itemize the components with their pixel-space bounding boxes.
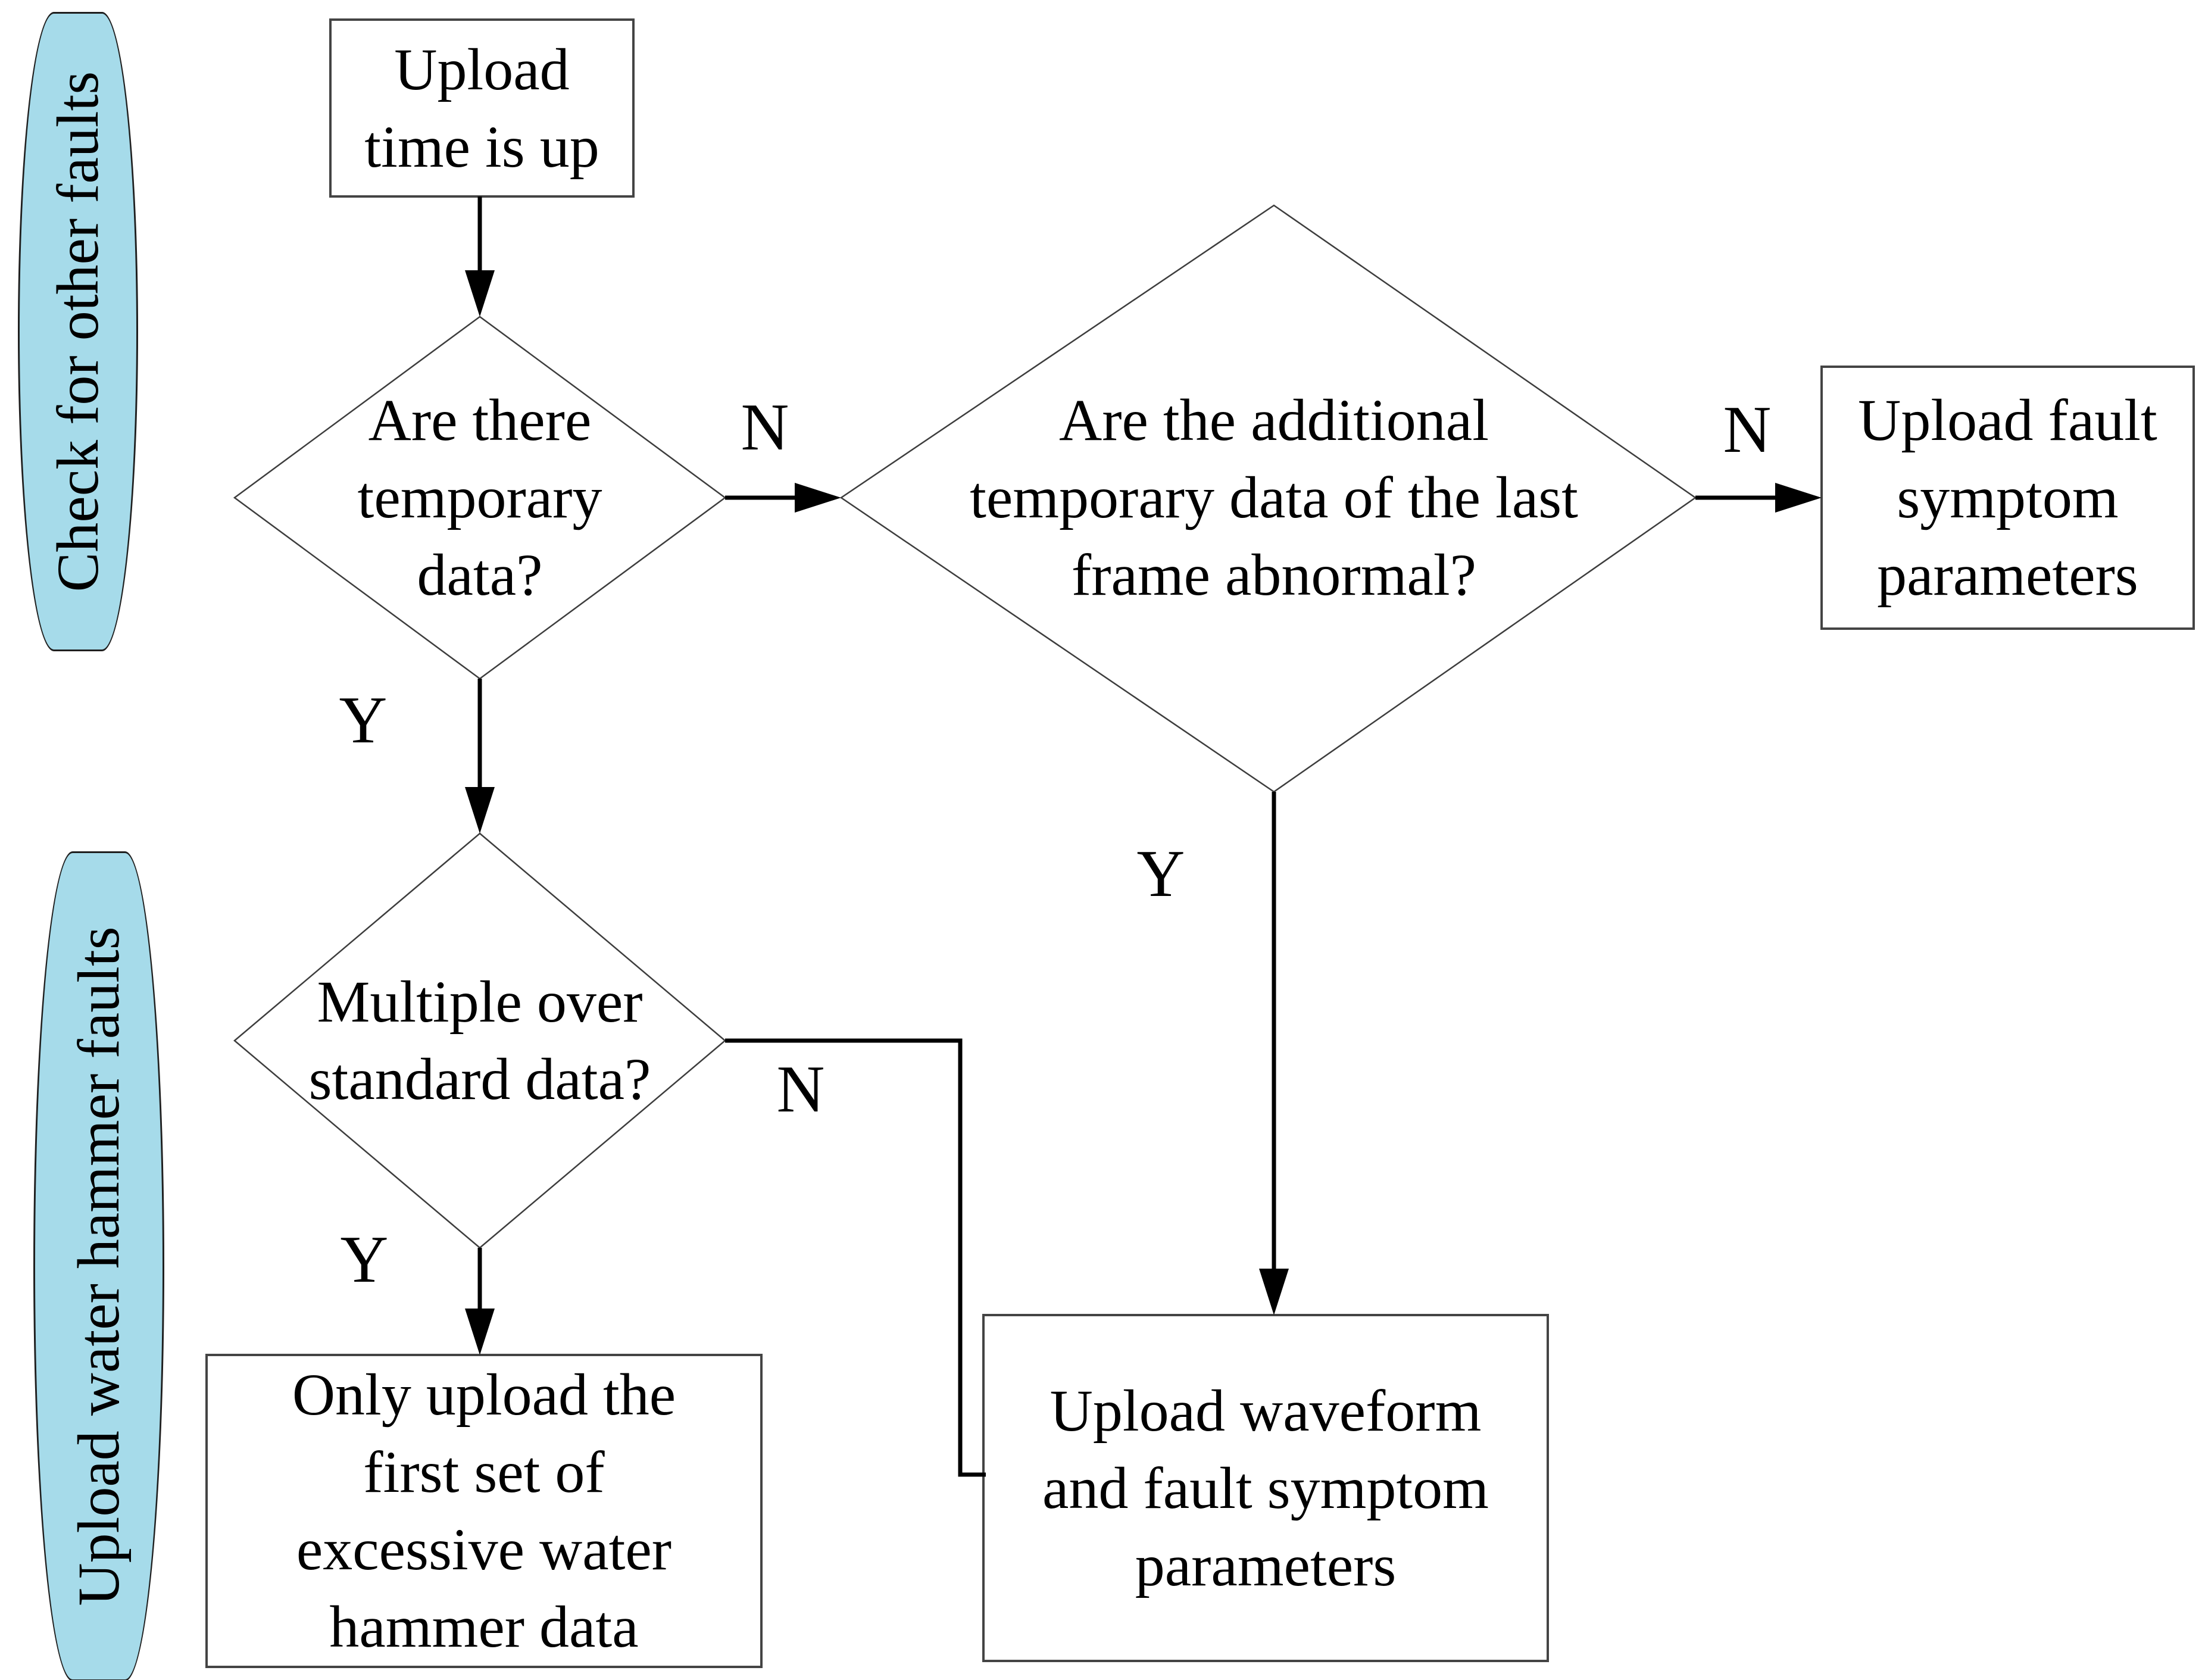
- start-node-box: [329, 18, 635, 198]
- arrowhead-multiple-to-only-upload: [465, 1309, 495, 1355]
- temp-data-decision-label: Are there temporary data?: [357, 387, 602, 608]
- upload-waveform-box: [982, 1314, 1549, 1662]
- phase-capsule-upload-water-hammer: Upload water hammer faults: [33, 851, 164, 1680]
- edge-label-n-temp-to-frame: N: [741, 391, 789, 464]
- phase-capsule-check-other-faults-label: Check for other faults: [45, 71, 111, 592]
- last-frame-decision-label: Are the additional temporary data of the…: [970, 387, 1578, 608]
- phase-capsule-check-other-faults: Check for other faults: [18, 12, 138, 651]
- arrowhead-last-frame-to-upload-fault: [1775, 483, 1822, 513]
- phase-capsule-upload-water-hammer-label: Upload water hammer faults: [65, 926, 132, 1606]
- edge-label-n-multiple-elbow: N: [776, 1053, 825, 1126]
- edge-label-y-frame-down: Y: [1136, 837, 1185, 911]
- arrowhead-start-to-temp-decision: [465, 270, 495, 317]
- arrowhead-last-frame-to-waveform: [1259, 1269, 1289, 1315]
- start-node-label: Upload time is up: [364, 36, 599, 180]
- upload-fault-symptom-box: [1820, 366, 2195, 630]
- arrowhead-temp-to-last-frame: [795, 483, 841, 513]
- edge-label-n-frame-to-upload: N: [1723, 393, 1772, 467]
- upload-waveform-label: Upload waveform and fault symptom parame…: [1042, 1377, 1489, 1598]
- upload-fault-symptom-label: Upload fault symptom parameters: [1858, 387, 2157, 608]
- only-upload-first-label: Only upload the first set of excessive w…: [292, 1362, 676, 1660]
- edge-label-y-temp-down: Y: [339, 683, 388, 757]
- arrowhead-temp-to-multiple-over: [465, 787, 495, 833]
- elbow-multiple-to-waveform: [725, 1038, 986, 1477]
- edge-label-y-multiple-down: Y: [340, 1223, 389, 1297]
- multiple-over-decision-label: Multiple over standard data?: [308, 969, 651, 1112]
- only-upload-first-box: [205, 1354, 763, 1668]
